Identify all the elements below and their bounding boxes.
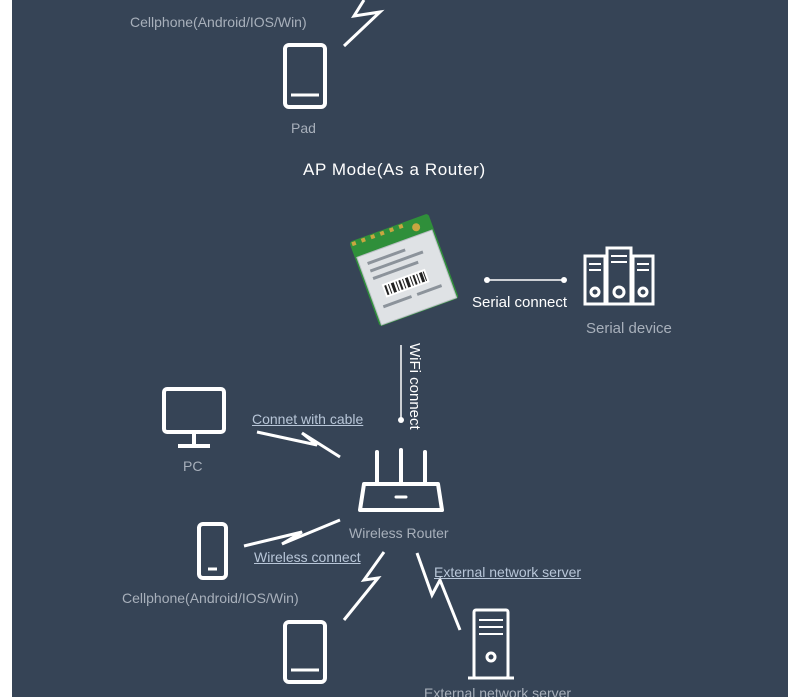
wifi-connection-line bbox=[398, 345, 404, 423]
wireless-signal-icon bbox=[243, 518, 341, 548]
server-rack-icon bbox=[583, 246, 655, 306]
tablet-icon bbox=[283, 43, 327, 109]
serial-device-label: Serial device bbox=[586, 320, 672, 337]
cable-signal-icon bbox=[415, 552, 462, 631]
top-pad-label: Pad bbox=[291, 120, 316, 136]
server-label: External network server bbox=[424, 685, 572, 697]
router-icon bbox=[358, 448, 444, 512]
wifi-connect-label: WiFi connect bbox=[406, 343, 423, 430]
tablet-icon bbox=[283, 620, 327, 684]
cellphone-icon bbox=[197, 522, 228, 580]
router-label: Wireless Router bbox=[349, 525, 449, 541]
wifi-module-icon bbox=[349, 214, 459, 326]
pc-label: PC bbox=[183, 458, 203, 474]
diagram-graphics bbox=[162, 0, 655, 684]
diagram-title: AP Mode(As a Router) bbox=[303, 160, 486, 179]
pc-link-label: Connet with cable bbox=[252, 411, 364, 427]
cellphone-link-label: Wireless connect bbox=[254, 549, 361, 565]
cellphone-label: Cellphone(Android/IOS/Win) bbox=[122, 590, 299, 606]
wireless-signal-icon bbox=[342, 0, 385, 48]
monitor-icon bbox=[162, 387, 226, 448]
wireless-signal-icon bbox=[342, 551, 386, 621]
server-tower-icon bbox=[468, 608, 514, 680]
serial-connect-label: Serial connect bbox=[472, 294, 568, 311]
diagram-panel: Cellphone(Android/IOS/Win) Pad AP Mode(A… bbox=[12, 0, 788, 697]
server-link-label: External network server bbox=[434, 564, 582, 580]
cable-signal-icon bbox=[256, 430, 341, 459]
top-cellphone-label: Cellphone(Android/IOS/Win) bbox=[130, 14, 307, 30]
serial-connection-line bbox=[484, 277, 567, 283]
